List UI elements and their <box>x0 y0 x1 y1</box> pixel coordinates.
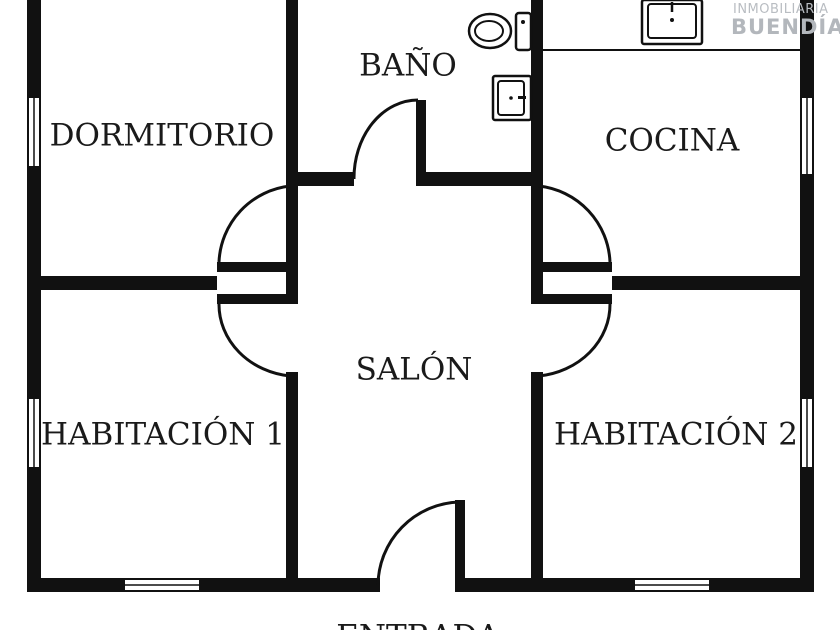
left-door-stub-bottom <box>217 294 298 304</box>
salon-right-wall-lower <box>531 372 543 592</box>
window-bottom-left <box>123 578 201 592</box>
entrance-door-swing <box>376 500 460 586</box>
bathroom-sink-icon <box>491 74 533 122</box>
room-label-salon: SALÓN <box>356 350 473 388</box>
room-label-bano: BAÑO <box>359 46 457 84</box>
room-label-cocina: COCINA <box>605 123 740 159</box>
door-swings <box>217 98 612 586</box>
entrance-door-jamb <box>455 500 465 592</box>
right-door-stub-top <box>531 262 612 272</box>
dormitorio-bano-wall <box>286 0 298 190</box>
salon-left-wall-upper <box>286 186 298 262</box>
left-door-stub-end <box>286 262 298 304</box>
left-outer-wall <box>27 0 41 592</box>
window-hab2 <box>800 397 814 469</box>
room-label-habitacion-1: HABITACIÓN 1 <box>41 415 285 453</box>
salon-left-wall-lower <box>286 372 298 592</box>
salon-right-wall-upper <box>531 186 543 262</box>
company-logo: INMOBILIARIA BUENDÍA <box>731 2 840 39</box>
bano-bottom-wall-right <box>418 172 543 186</box>
bano-cocina-wall <box>531 0 543 190</box>
outer-walls <box>27 0 814 592</box>
hab1-door-swing <box>217 303 291 378</box>
left-door-stub-top <box>217 262 298 272</box>
room-label-dormitorio: DORMITORIO <box>50 118 275 154</box>
bano-door-swing <box>352 98 419 180</box>
dormitorio-hab1-wall <box>27 276 217 290</box>
dormitorio-door-swing <box>217 184 291 263</box>
bottom-left-outer-wall <box>27 578 380 592</box>
interior-walls <box>27 0 814 592</box>
logo-line-1: INMOBILIARIA <box>733 2 829 17</box>
logo-line-2: BUENDÍA <box>731 14 840 39</box>
right-door-stub-end <box>531 262 543 304</box>
right-outer-wall <box>800 0 814 592</box>
bano-door-jamb <box>416 100 426 186</box>
kitchen-sink-icon <box>640 0 704 46</box>
window-hab1 <box>27 397 41 469</box>
cocina-hab2-wall <box>612 276 814 290</box>
windows <box>27 96 814 592</box>
toilet-icon <box>467 11 533 52</box>
window-bottom-right <box>633 578 711 592</box>
window-cocina <box>800 96 814 176</box>
right-door-stub-bottom <box>531 294 612 304</box>
room-label-habitacion-2: HABITACIÓN 2 <box>554 415 798 453</box>
bano-bottom-wall-left <box>286 172 354 186</box>
cocina-door-swing <box>538 184 612 263</box>
hab2-door-swing <box>538 303 612 378</box>
window-dormitorio <box>27 96 41 168</box>
room-label-entrada: ENTRADA <box>336 619 500 630</box>
